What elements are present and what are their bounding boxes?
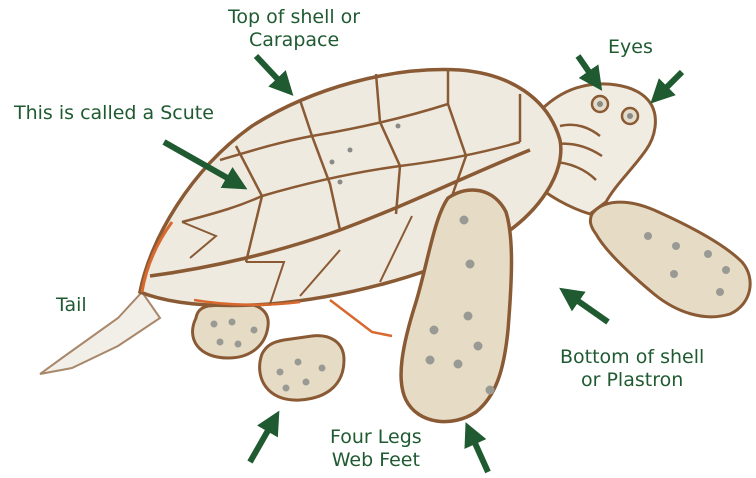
label-scute: This is called a Scute xyxy=(14,102,214,125)
back-leg-right xyxy=(260,336,344,400)
label-tail: Tail xyxy=(56,294,87,317)
arrow-leg-left xyxy=(250,420,274,462)
front-leg-right xyxy=(590,202,750,317)
back-leg-left xyxy=(193,304,269,358)
label-legs: Four Legs Web Feet xyxy=(330,426,422,472)
label-plastron-line1: Bottom of shell xyxy=(560,346,704,369)
arrow-plastron xyxy=(568,294,608,322)
label-legs-line2: Web Feet xyxy=(330,449,422,472)
label-plastron-line2: or Plastron xyxy=(560,369,704,392)
label-carapace-line2: Carapace xyxy=(228,29,360,52)
arrow-eyes-left xyxy=(578,56,596,82)
label-plastron: Bottom of shell or Plastron xyxy=(560,346,704,392)
label-scute-text: This is called a Scute xyxy=(14,102,214,125)
label-eyes-text: Eyes xyxy=(608,36,653,59)
arrow-leg-right xyxy=(470,432,488,472)
label-eyes: Eyes xyxy=(608,36,653,59)
arrow-carapace xyxy=(256,56,286,88)
label-tail-text: Tail xyxy=(56,294,87,317)
label-legs-line1: Four Legs xyxy=(330,426,422,449)
label-carapace-line1: Top of shell or xyxy=(228,6,360,29)
arrow-eyes-right xyxy=(658,72,682,96)
label-carapace: Top of shell or Carapace xyxy=(228,6,360,52)
